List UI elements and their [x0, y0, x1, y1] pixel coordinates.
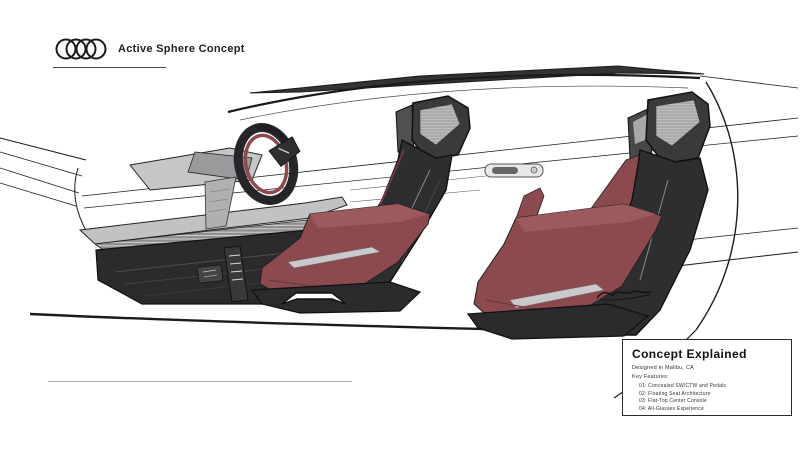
door-handle-pod [484, 163, 544, 178]
feature-item: 03: Flat-Top Center Console [639, 398, 707, 404]
panel-subtitle: Designed in Malibu, CA [632, 365, 694, 371]
feature-item: 01: Concealed SW/CTW and Pedals [639, 383, 727, 389]
audi-rings-icon [55, 38, 107, 60]
rear-seat [466, 91, 711, 340]
page-title: Active Sphere Concept [118, 43, 245, 55]
steering-wheel [233, 123, 301, 205]
features-list: 01: Concealed SW/CTW and Pedals 02: Floa… [632, 383, 782, 413]
header: Active Sphere Concept [55, 36, 245, 62]
feature-item: 02: Floating Seat Architecture [639, 390, 711, 397]
footer-rule [48, 381, 352, 382]
panel-title: Concept Explained [632, 347, 747, 361]
feature-item: 04: All-Glasses Experience [639, 405, 704, 412]
concept-explained-panel: Concept Explained Designed in Malibu, CA… [622, 339, 792, 416]
steering-column [129, 147, 263, 230]
designer-signature-icon [596, 290, 652, 301]
front-seat [250, 95, 471, 314]
header-underline [53, 67, 166, 68]
features-label: Key Features: [632, 374, 669, 380]
roof-line [227, 65, 705, 121]
